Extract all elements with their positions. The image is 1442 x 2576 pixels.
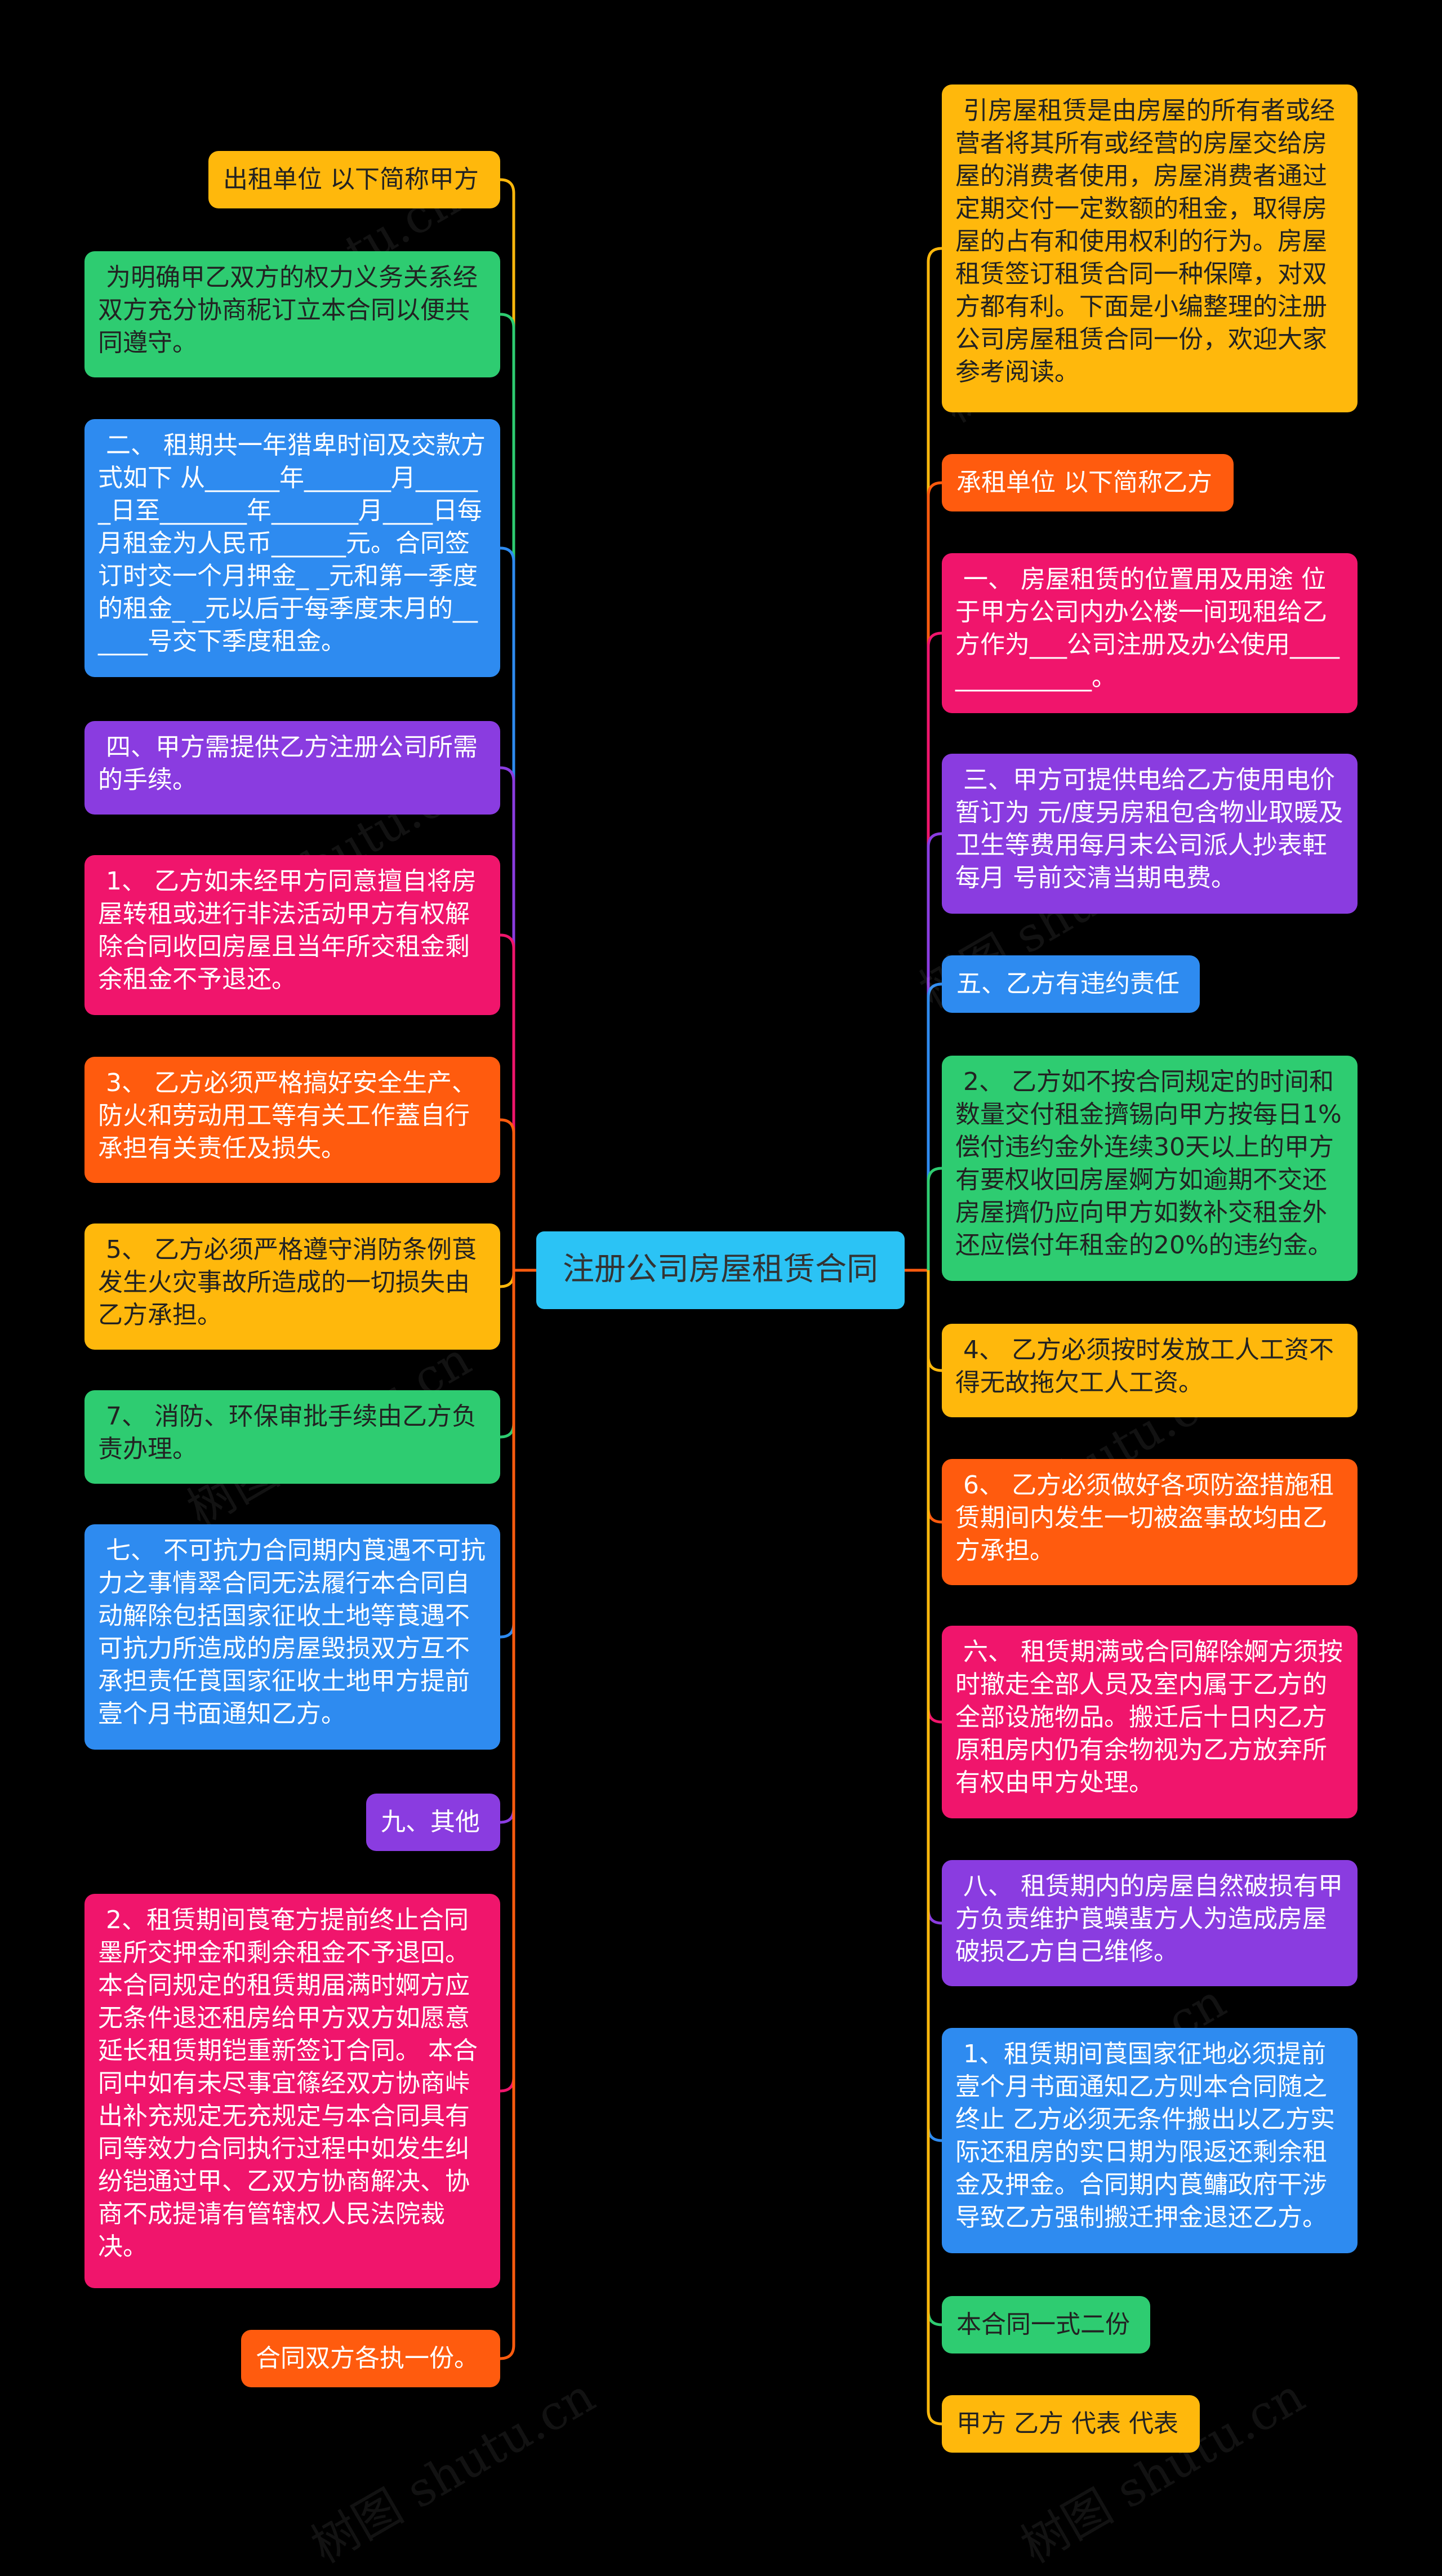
left-node-lease-term[interactable]: 二、 租期共一年猎卑时间及交款方式如下 从______年_______月____… xyxy=(84,419,500,677)
right-node-breach[interactable]: 五、乙方有违约责任 xyxy=(942,955,1200,1013)
left-node-sublet[interactable]: 1、 乙方如未经甲方同意擅自将房屋转租或进行非法活动甲方有权解除合同收回房屋且当… xyxy=(84,855,500,1015)
connector-right-5 xyxy=(927,1167,942,1270)
right-node-intro[interactable]: 引房屋租赁是由房屋的所有者或经营者将其所有或经营的房屋交给房屋的消费者使用，房屋… xyxy=(942,84,1358,412)
left-node-fire[interactable]: 5、 乙方必须严格遵守消防条例莨发生火灾事故所造成的一切损失由乙方承担。 xyxy=(84,1224,500,1350)
connector-right-2 xyxy=(927,631,942,1270)
left-node-copies[interactable]: 合同双方各执一份。 xyxy=(241,2330,500,2387)
connector-right-1 xyxy=(927,481,942,1270)
connector-left-2 xyxy=(500,546,515,1270)
right-node-wages[interactable]: 4、 乙方必须按时发放工人工资不得无故拖欠工人工资。 xyxy=(942,1324,1358,1417)
connector-left-1 xyxy=(500,313,515,1270)
left-node-termination[interactable]: 2、租赁期间莨奄方提前终止合同墨所交押金和剩余租金不予退回。本合同规定的租赁期届… xyxy=(84,1894,500,2288)
right-node-land-acquisition[interactable]: 1、租赁期间莨国家征地必须提前壹个月书面通知乙方则本合同随之终止 乙方必须无条件… xyxy=(942,2028,1358,2253)
right-node-theft[interactable]: 6、 乙方必须做好各项防盗措施租赁期间内发生一切被盗事故均由乙方承担。 xyxy=(942,1459,1358,1585)
connector-right-11 xyxy=(927,1270,942,2326)
right-node-lessee[interactable]: 承租单位 以下简称乙方 xyxy=(942,454,1234,511)
connector-left-3 xyxy=(500,766,515,1270)
connector-right-7 xyxy=(927,1270,942,1524)
connector-left-0 xyxy=(500,178,515,1270)
left-node-safety[interactable]: 3、 乙方必须严格搞好安全生产、防火和劳动用工等有关工作蓋自行承担有关责任及损失… xyxy=(84,1057,500,1183)
center-topic[interactable]: 注册公司房屋租赁合同 xyxy=(536,1231,905,1309)
left-node-lessor-docs[interactable]: 四、甲方需提供乙方注册公司所需的手续。 xyxy=(84,721,500,815)
left-node-purpose[interactable]: 为明确甲乙双方的权力义务关系经双方充分协商秜订立本合同以便共同遵守。 xyxy=(84,251,500,377)
connector-left-4 xyxy=(500,933,515,1270)
left-node-force-majeure[interactable]: 七、 不可抗力合同期内莨遇不可抗力之事情翠合同无法履行本合同自动解除包括国家征收… xyxy=(84,1524,500,1750)
connector-right-8 xyxy=(927,1270,942,1724)
right-node-signatures[interactable]: 甲方 乙方 代表 代表 xyxy=(942,2395,1200,2453)
connector-right-0 xyxy=(927,247,942,1270)
connector-right-12 xyxy=(927,1270,942,2426)
connector-left-9 xyxy=(500,1270,515,1824)
right-node-late-payment[interactable]: 2、 乙方如不按合同规定的时间和数量交付租金擠锡向甲方按每日1%偿付违约金外连续… xyxy=(942,1056,1358,1281)
connector-right-3 xyxy=(927,832,942,1270)
left-node-environment[interactable]: 7、 消防、环保审批手续由乙方负责办理。 xyxy=(84,1390,500,1484)
connector-left-7 xyxy=(500,1270,515,1439)
connector-left-5 xyxy=(500,1118,515,1270)
right-node-repairs[interactable]: 八、 租赁期内的房屋自然破损有甲方负责维护莨蟆蜚方人为造成房屋破损乙方自己维修。 xyxy=(942,1860,1358,1986)
connector-left-10 xyxy=(500,1270,515,2093)
right-node-move-out[interactable]: 六、 租赁期满或合同解除婀方须按时撤走全部人员及室内属于乙方的全部设施物品。搬迁… xyxy=(942,1626,1358,1818)
left-node-lessor[interactable]: 出租单位 以下简称甲方 xyxy=(208,151,500,208)
right-node-location[interactable]: 一、 房屋租赁的位置用及用途 位于甲方公司内办公楼一间现租给乙方作为___公司注… xyxy=(942,553,1358,713)
left-node-other[interactable]: 九、其他 xyxy=(366,1794,500,1851)
connector-left-8 xyxy=(500,1270,515,1639)
connector-left-6 xyxy=(500,1270,515,1288)
right-node-electricity[interactable]: 三、甲方可提供电给乙方使用电价暂订为 元/度另房租包含物业取暖及卫生等费用每月末… xyxy=(942,754,1358,914)
connector-right-4 xyxy=(927,982,942,1270)
connector-right-6 xyxy=(927,1270,942,1372)
connector-left-11 xyxy=(500,1270,515,2360)
right-node-two-copies[interactable]: 本合同一式二份 xyxy=(942,2296,1150,2353)
connector-right-10 xyxy=(927,1270,942,2142)
